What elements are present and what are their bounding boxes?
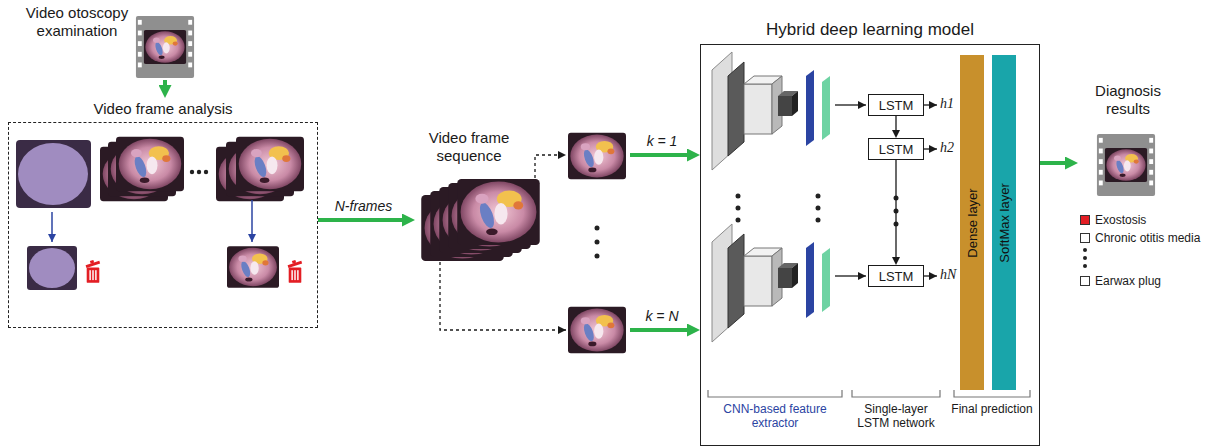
softmax-layer: SoftMax layer bbox=[992, 55, 1016, 390]
frame-sequence-images bbox=[421, 133, 626, 353]
lstm-link bbox=[895, 160, 896, 262]
hidden-state: hN bbox=[940, 267, 958, 284]
frame-analysis-images bbox=[16, 137, 304, 290]
flow-arrow bbox=[163, 80, 167, 92]
legend-text: Chronic otitis media bbox=[1095, 230, 1200, 246]
model-box: Hybrid deep learning modelLSTM LSTM LSTM De… bbox=[700, 18, 1040, 446]
legend-text: Exostosis bbox=[1095, 212, 1146, 228]
flow-arrow bbox=[630, 328, 694, 332]
flow-arrow bbox=[630, 153, 694, 157]
source-video: Video otoscopy examination bbox=[20, 2, 200, 80]
node-text: LSTM bbox=[879, 269, 914, 284]
analysis-group: Video frame analysis bbox=[8, 98, 318, 328]
legend-swatch bbox=[1080, 276, 1090, 286]
lstm-link bbox=[895, 116, 896, 135]
node-text: Dense layer bbox=[965, 188, 980, 257]
legend-swatch bbox=[1080, 215, 1090, 225]
video-film bbox=[136, 16, 194, 78]
node-text: LSTM bbox=[879, 142, 914, 157]
bracket bbox=[708, 390, 1030, 397]
node-text: SoftMax layer bbox=[997, 183, 1012, 262]
stage-caption: Single-layer LSTM network bbox=[850, 402, 942, 431]
dashed-border bbox=[8, 122, 318, 328]
edge-label: N-frames bbox=[333, 199, 395, 214]
edge-label: k = N bbox=[643, 309, 680, 324]
edge-label: k = 1 bbox=[645, 134, 680, 149]
lstm-cell: LSTM bbox=[868, 265, 924, 287]
diagnosis-output: Diagnosis results bbox=[1078, 82, 1178, 132]
node-text: Hybrid deep learning model bbox=[700, 20, 1040, 40]
node-text: Video frame analysis bbox=[8, 100, 318, 118]
node-text: Diagnosis results bbox=[1078, 82, 1178, 118]
frame-sequence: Video frame sequence bbox=[415, 125, 630, 375]
flow-arrow bbox=[318, 218, 409, 222]
node-text: LSTM bbox=[879, 98, 914, 113]
legend-swatch bbox=[1080, 233, 1090, 243]
node-text: Video frame sequence bbox=[415, 129, 523, 165]
hidden-state: h2 bbox=[940, 140, 958, 157]
node-text: Video otoscopy examination bbox=[20, 4, 134, 40]
legend-text: Earwax plug bbox=[1095, 273, 1161, 289]
dense-layer: Dense layer bbox=[960, 55, 984, 390]
legend-dots bbox=[1083, 248, 1087, 268]
diagnosis-film bbox=[1097, 134, 1155, 196]
cnn-feature-extractor bbox=[712, 52, 937, 342]
flow-arrow bbox=[1040, 161, 1072, 165]
lstm-cell: LSTM bbox=[868, 138, 924, 160]
stage-caption: CNN-based feature extractor bbox=[704, 402, 846, 431]
lstm-cell: LSTM bbox=[868, 94, 924, 116]
stage-caption: Final prediction bbox=[950, 402, 1034, 416]
hidden-state: h1 bbox=[940, 96, 958, 113]
